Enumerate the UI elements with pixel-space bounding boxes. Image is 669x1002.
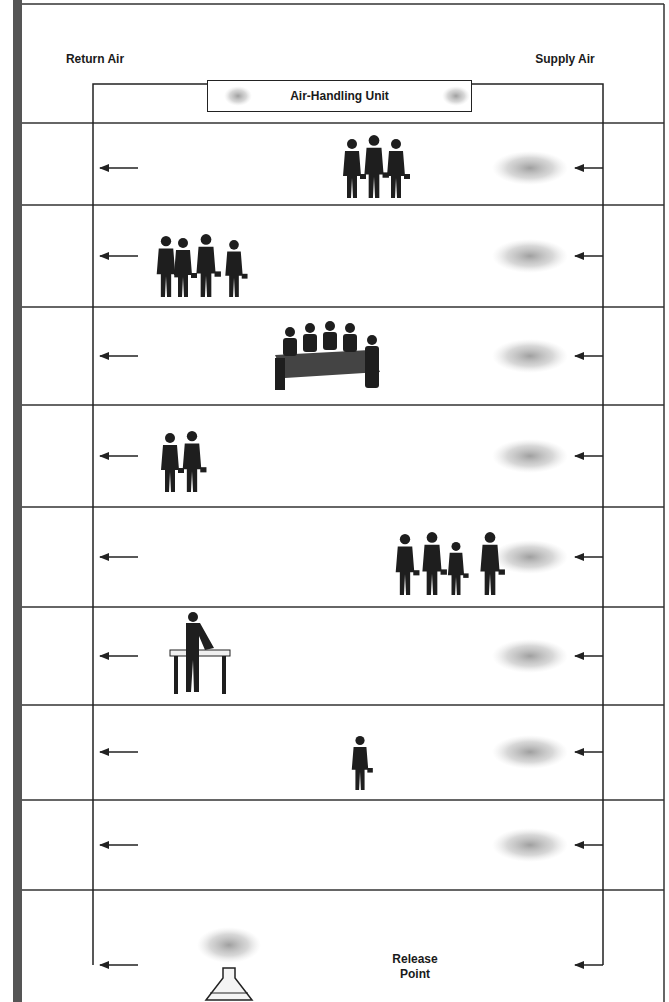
release-label: Release Point	[380, 952, 450, 982]
ahu-cloud	[442, 86, 470, 106]
person-figure	[480, 532, 505, 595]
return-arrow	[100, 355, 138, 357]
floor-line	[22, 889, 664, 890]
floor-lines	[22, 123, 664, 890]
floor-line	[22, 606, 664, 607]
person-figure	[352, 736, 373, 790]
wall-line	[663, 4, 665, 1002]
person-figure	[448, 542, 469, 595]
flask-liquid	[210, 993, 248, 994]
person-figure	[225, 240, 247, 297]
people-figures	[157, 135, 505, 790]
return-duct	[93, 84, 207, 965]
return-arrow	[100, 167, 138, 169]
person-figure	[196, 234, 221, 297]
air-arrows	[100, 168, 603, 965]
floor-line	[22, 122, 664, 123]
return-arrow	[100, 844, 138, 846]
supply-spray	[492, 339, 568, 373]
supply-spray	[492, 239, 568, 273]
supply-arrow	[575, 355, 603, 357]
floor-line	[22, 404, 664, 405]
supply-arrow	[575, 455, 603, 457]
person-figure	[422, 532, 447, 595]
person-figure	[387, 139, 410, 198]
wall	[13, 0, 22, 1002]
duct-label: Supply Air	[510, 52, 620, 67]
supply-spray	[492, 439, 568, 473]
person-figure	[396, 534, 420, 595]
floor-line	[22, 204, 664, 205]
ducts	[93, 84, 603, 965]
floor-line	[22, 306, 664, 307]
return-arrow	[100, 655, 138, 657]
supply-arrow	[575, 556, 603, 558]
floor-line	[22, 799, 664, 800]
supply-arrow	[575, 964, 603, 966]
ahu-cloud	[224, 86, 252, 106]
person-figure	[343, 139, 366, 198]
supply-spray	[492, 540, 568, 574]
supply-duct	[472, 84, 603, 965]
return-arrow	[100, 964, 138, 966]
air-sprays	[492, 151, 568, 862]
return-arrow	[100, 455, 138, 457]
supply-arrow	[575, 844, 603, 846]
box-label: Air-Handling Unit	[290, 89, 389, 103]
supply-spray	[492, 639, 568, 673]
ahu-clouds	[224, 86, 470, 106]
floor-line	[22, 704, 664, 705]
supply-arrow	[575, 751, 603, 753]
release-cloud	[197, 927, 261, 963]
meeting-group	[275, 321, 380, 390]
supply-spray	[492, 151, 568, 185]
return-arrow	[100, 255, 138, 257]
return-arrow	[100, 556, 138, 558]
supply-arrow	[575, 655, 603, 657]
flask	[197, 927, 261, 1000]
person-figure	[183, 431, 207, 492]
roof-line	[22, 3, 664, 5]
supply-spray	[492, 735, 568, 769]
duct-label: Return Air	[40, 52, 150, 67]
person-figure	[174, 238, 197, 297]
desk-worker	[170, 612, 230, 694]
person-figure	[161, 433, 184, 492]
return-arrow	[100, 751, 138, 753]
flask-body	[206, 968, 252, 1000]
floor-line	[22, 506, 664, 507]
supply-arrow	[575, 167, 603, 169]
supply-arrow	[575, 255, 603, 257]
person-figure	[364, 135, 389, 198]
equipment-box: Air-Handling Unit	[207, 80, 472, 112]
supply-spray	[492, 828, 568, 862]
